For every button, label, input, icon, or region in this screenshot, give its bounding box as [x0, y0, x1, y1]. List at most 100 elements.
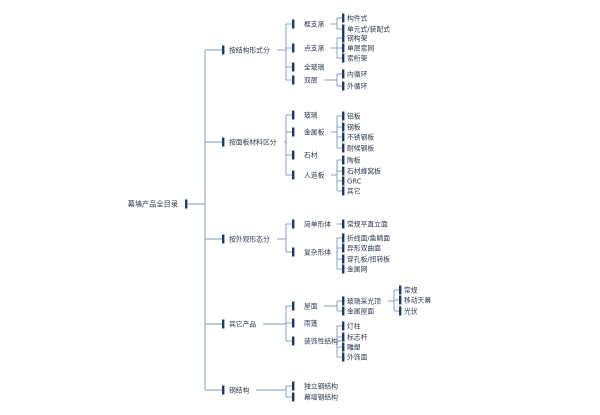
node-marker: [292, 301, 295, 311]
node-label: 复杂形体: [304, 247, 331, 256]
node-marker: [222, 319, 225, 329]
node-marker: [342, 243, 345, 253]
node-label: 陶板: [347, 155, 361, 164]
node-marker: [399, 295, 402, 305]
node-label: 幕墙钢结构: [304, 392, 338, 401]
node-marker: [342, 233, 345, 243]
node-label: 按面板材料区分: [229, 137, 277, 146]
node-label: 其它: [347, 186, 361, 195]
node-label: 单层索网: [347, 43, 374, 52]
node-marker: [342, 111, 345, 121]
node-marker: [342, 24, 345, 34]
node-label: 玻璃: [304, 110, 318, 119]
node-label: 全玻璃: [304, 62, 325, 71]
node-label: 外饰面: [347, 352, 368, 361]
node-label: 装饰性结构: [304, 336, 338, 345]
node-marker: [399, 285, 402, 295]
node-label: 索桁架: [347, 53, 368, 62]
node-marker: [342, 13, 345, 23]
node-label: 钢板: [347, 122, 361, 131]
node-label: 铝板: [347, 111, 361, 120]
node-label: 常规: [404, 285, 418, 294]
node-label: GRC: [347, 177, 362, 185]
node-label: 金属网: [347, 264, 368, 273]
node-label: 异形双曲面: [347, 243, 381, 252]
node-label: 折线面/鱼鳞面: [347, 233, 390, 242]
node-marker: [342, 306, 345, 316]
node-marker: [342, 155, 345, 165]
node-label: 双层: [304, 76, 318, 84]
node-marker: [342, 186, 345, 196]
node-marker: [292, 247, 295, 257]
node-label: 光伏: [404, 306, 418, 315]
node-marker: [342, 33, 345, 43]
node-marker: [292, 336, 295, 346]
node-label: 金属屋面: [347, 306, 374, 315]
node-marker: [292, 127, 295, 137]
node-marker: [292, 219, 295, 229]
node-markers: [185, 13, 402, 402]
node-label: 耐候钢板: [347, 143, 374, 152]
node-label: 金属板: [304, 127, 325, 136]
node-marker: [342, 332, 345, 342]
node-marker: [222, 234, 225, 244]
node-marker: [292, 110, 295, 120]
node-labels: 幕墙产品全目录按结构形式分框支承构件式单元式/装配式点支承钢构架单层索网索桁架全…: [128, 13, 432, 401]
node-label: 人造板: [304, 170, 325, 179]
node-marker: [292, 381, 295, 391]
node-label: 钢结构: [229, 385, 250, 394]
node-marker: [292, 62, 295, 72]
node-marker: [222, 45, 225, 55]
node-label: 灯柱: [347, 321, 361, 330]
node-label: 屋面: [304, 302, 318, 310]
node-label: 简单形体: [304, 219, 331, 228]
node-marker: [292, 392, 295, 402]
node-label: 钢构架: [347, 33, 368, 42]
node-marker: [292, 19, 295, 29]
node-marker: [342, 352, 345, 362]
node-marker: [342, 296, 345, 306]
node-marker: [399, 306, 402, 316]
node-label: 穿孔板/扭转板: [347, 254, 390, 263]
node-marker: [342, 321, 345, 331]
node-marker: [342, 254, 345, 264]
node-marker: [342, 342, 345, 352]
node-marker: [342, 81, 345, 91]
node-label: 不锈钢板: [347, 132, 374, 141]
node-label: 常规平直立面: [347, 219, 388, 228]
node-marker: [342, 264, 345, 274]
node-marker: [342, 43, 345, 53]
node-marker: [342, 53, 345, 63]
node-marker: [342, 132, 345, 142]
node-marker: [185, 199, 188, 209]
node-marker: [342, 69, 345, 79]
node-marker: [342, 176, 345, 186]
root-label: 幕墙产品全目录: [128, 199, 178, 208]
node-marker: [292, 150, 295, 160]
node-label: 玻璃采光顶: [347, 296, 381, 305]
node-marker: [292, 170, 295, 180]
node-marker: [342, 122, 345, 132]
node-marker: [222, 385, 225, 395]
node-label: 独立钢结构: [304, 381, 338, 390]
node-label: 标志杆: [347, 332, 368, 341]
node-marker: [222, 137, 225, 147]
node-marker: [292, 75, 295, 85]
node-marker: [342, 219, 345, 229]
node-label: 石材: [304, 150, 318, 159]
node-label: 框支承: [304, 19, 325, 28]
node-label: 雕塑: [347, 342, 361, 351]
tree-connectors: [188, 17, 399, 398]
node-label: 内循环: [347, 69, 368, 78]
node-marker: [342, 166, 345, 176]
node-marker: [292, 43, 295, 53]
node-marker: [292, 318, 295, 328]
node-label: 按外观形态分: [229, 234, 270, 243]
node-label: 外循环: [347, 81, 368, 90]
node-label: 点支承: [304, 43, 325, 52]
node-label: 按结构形式分: [229, 45, 270, 54]
node-label: 移动天幕: [404, 295, 431, 304]
node-label: 石材蜂窝板: [347, 166, 381, 175]
node-label: 构件式: [347, 13, 368, 22]
